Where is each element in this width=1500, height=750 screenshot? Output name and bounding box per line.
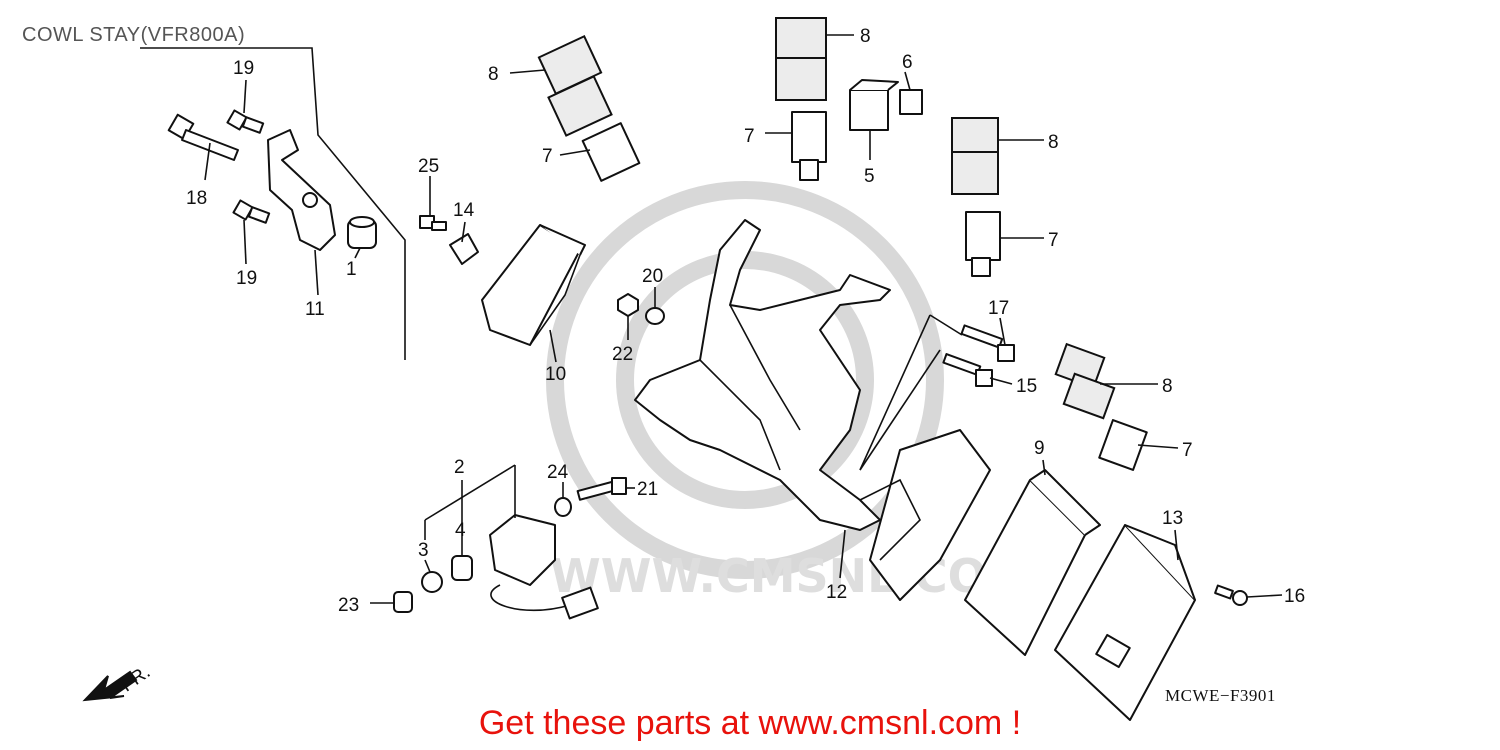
callout-9: 9: [1034, 438, 1045, 459]
part-8-relay-cover-right: [951, 117, 999, 195]
part-8-relay-cover-top-center: [775, 17, 827, 101]
diagram-title: COWL STAY(VFR800A): [22, 24, 246, 46]
part-19-bolt-upper: [226, 109, 265, 134]
part-5-relay: [849, 79, 899, 131]
callout-8-d: 8: [1162, 376, 1173, 397]
cta-link[interactable]: Get these parts at www.cmsnl.com !: [478, 704, 1022, 742]
part-8-relay-cover-far-right: [1054, 342, 1116, 420]
part-4-collar: [451, 555, 473, 581]
callout-19-b: 19: [236, 268, 257, 289]
part-11-bracket: [267, 129, 336, 251]
callout-18: 18: [186, 188, 207, 209]
part-20-washer: [645, 307, 665, 325]
watermark-text: WWW.CMSNL.COM: [550, 549, 1033, 603]
callout-8-c: 8: [1048, 132, 1059, 153]
part-14-clip: [449, 233, 479, 265]
callout-3: 3: [418, 540, 429, 561]
part-7-relay-c: [965, 211, 1001, 277]
part-2-solenoid: [489, 514, 599, 620]
part-24-washer: [554, 497, 572, 517]
part-6-fuse: [899, 89, 923, 115]
callout-8-a: 8: [488, 64, 499, 85]
callout-25: 25: [418, 156, 439, 177]
part-17-bolt: [960, 324, 1015, 362]
part-23-nut: [393, 591, 413, 613]
watermark-logo: WWW.CMSNL.COM: [546, 181, 1033, 603]
callout-7-a: 7: [542, 146, 553, 167]
callout-19-a: 19: [233, 58, 254, 79]
callout-7-d: 7: [1182, 440, 1193, 461]
callout-5: 5: [864, 166, 875, 187]
part-12-cowl-stay: [634, 219, 991, 601]
callout-13: 13: [1162, 508, 1183, 529]
callout-labels: 1 2 3 4 5 6 7 7 7 7 8 8 8 8 9 10 11 12 1…: [186, 26, 1305, 616]
callout-11: 11: [305, 299, 325, 320]
callout-24: 24: [547, 462, 569, 483]
part-8-relay-cover-top-left: [537, 34, 613, 137]
part-19-bolt-lower: [232, 199, 271, 224]
part-21-bolt: [576, 477, 627, 501]
part-22-nut: [617, 293, 639, 317]
callout-2: 2: [454, 457, 465, 478]
callout-7-c: 7: [1048, 230, 1059, 251]
part-1-collar: [347, 216, 377, 249]
part-16-screw: [1214, 584, 1248, 606]
leader-lines: [204, 34, 1283, 604]
callout-14: 14: [453, 200, 475, 221]
callout-6: 6: [902, 52, 913, 73]
part-25-bolt: [419, 215, 447, 231]
callout-21: 21: [637, 479, 658, 500]
diagram-code: MCWE−F3901: [1165, 686, 1276, 705]
callout-7-b: 7: [744, 126, 755, 147]
title-leader-line: [140, 47, 406, 360]
callout-20: 20: [642, 266, 663, 287]
part-3-grommet: [421, 571, 443, 593]
callout-15: 15: [1016, 376, 1037, 397]
part-9-module: [964, 469, 1101, 656]
part-15-bolt: [942, 353, 993, 387]
part-7-relay-d: [1098, 419, 1148, 471]
part-10-control-unit: [481, 224, 586, 346]
callout-4: 4: [455, 520, 466, 541]
callout-23: 23: [338, 595, 359, 616]
front-marker-label: FR.: [117, 662, 154, 697]
part-7-relay-a: [581, 122, 641, 182]
callout-8-b: 8: [860, 26, 871, 47]
callout-22: 22: [612, 344, 633, 365]
front-direction-arrow: FR.: [82, 662, 154, 702]
callout-1: 1: [346, 259, 357, 280]
part-7-relay-b: [791, 111, 827, 181]
callout-17: 17: [988, 298, 1009, 319]
part-13-ecu: [1054, 524, 1196, 721]
callout-10: 10: [545, 364, 566, 385]
callout-12: 12: [826, 582, 847, 603]
callout-16: 16: [1284, 586, 1305, 607]
